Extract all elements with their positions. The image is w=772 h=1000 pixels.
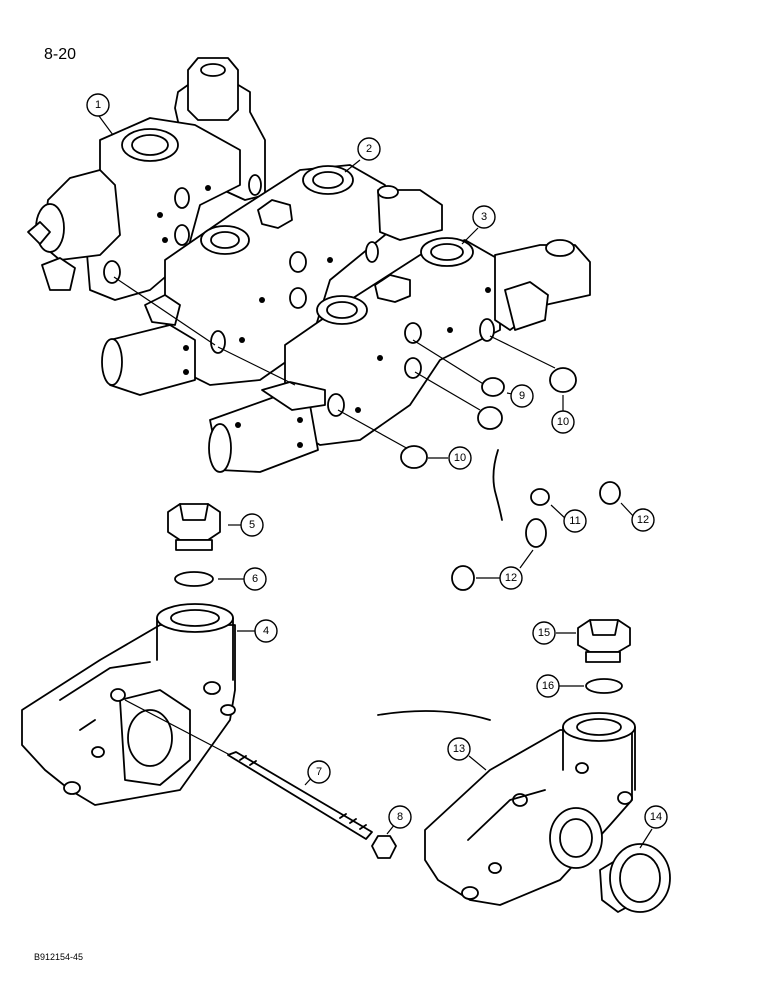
callout-2: 2	[357, 137, 381, 161]
svg-text:9: 9	[519, 390, 525, 402]
callout-8: 8	[388, 805, 412, 829]
callout-6: 6	[243, 567, 267, 591]
svg-text:8: 8	[397, 811, 403, 823]
svg-text:10: 10	[557, 416, 569, 428]
seal-12-c	[451, 565, 475, 591]
callout-10-lower: 10	[448, 446, 472, 470]
svg-text:6: 6	[252, 573, 258, 585]
valve-section-1	[27, 57, 266, 301]
svg-text:16: 16	[542, 680, 554, 692]
page-number: 8-20	[44, 46, 77, 63]
mounting-bracket-4	[21, 603, 236, 806]
callout-12-right: 12	[631, 508, 655, 532]
svg-text:15: 15	[538, 627, 550, 639]
callout-1: 1	[86, 93, 110, 117]
svg-text:12: 12	[637, 514, 649, 526]
seal-12-b	[525, 518, 547, 548]
seal-10-lower	[400, 445, 428, 469]
valve-section-3	[208, 237, 591, 473]
plug-5	[167, 503, 221, 551]
stud-7	[227, 751, 373, 840]
svg-text:11: 11	[569, 515, 580, 527]
callout-13: 13	[447, 737, 471, 761]
callout-12-left: 12	[499, 566, 523, 590]
svg-text:7: 7	[316, 766, 322, 778]
seal-10-upper	[549, 367, 577, 393]
svg-text:1: 1	[95, 99, 101, 111]
fitting-14	[599, 843, 671, 913]
plug-15	[577, 619, 631, 663]
separator-arc-1	[492, 449, 503, 521]
svg-text:12: 12	[505, 572, 517, 584]
svg-text:4: 4	[263, 625, 269, 637]
callout-14: 14	[644, 805, 668, 829]
callout-4: 4	[254, 619, 278, 643]
svg-text:10: 10	[454, 452, 466, 464]
svg-text:14: 14	[650, 811, 662, 823]
mounting-bracket-13	[424, 712, 636, 906]
separator-arc-2	[377, 710, 491, 721]
o-ring-16	[585, 678, 623, 694]
callout-9: 9	[510, 384, 534, 408]
seal-9	[481, 377, 505, 397]
callout-10-upper: 10	[551, 410, 575, 434]
svg-text:5: 5	[249, 519, 255, 531]
seal-10	[477, 406, 503, 430]
callout-3: 3	[472, 205, 496, 229]
seal-12	[599, 481, 621, 505]
callout-16: 16	[536, 674, 560, 698]
o-ring-6	[174, 571, 214, 587]
callout-7: 7	[307, 760, 331, 784]
callout-11: 11	[563, 509, 587, 533]
figure-code: B912154-45	[34, 952, 84, 962]
svg-text:3: 3	[481, 211, 487, 223]
svg-text:13: 13	[453, 743, 465, 755]
svg-text:2: 2	[366, 143, 372, 155]
nut-8	[371, 835, 397, 859]
valve-section-2	[101, 164, 443, 396]
callout-15: 15	[532, 621, 556, 645]
seal-11	[530, 488, 550, 506]
callout-5: 5	[240, 513, 264, 537]
